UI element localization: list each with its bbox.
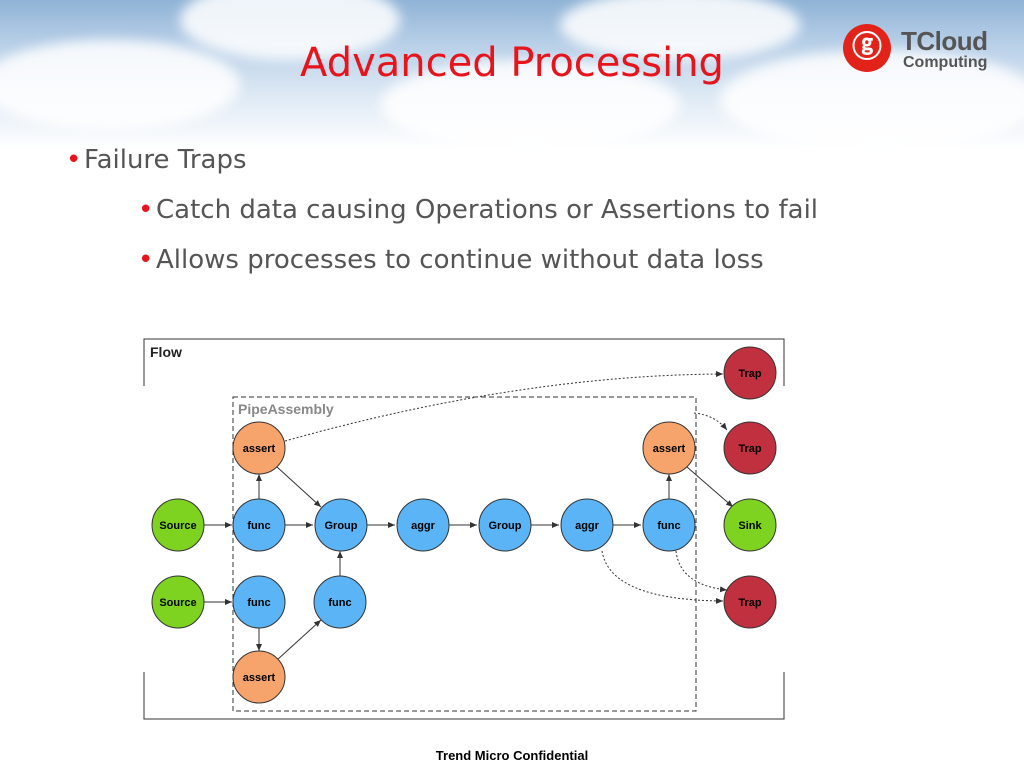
node-assert-2: assert (642, 421, 696, 475)
node-label: Source (159, 520, 196, 532)
node-label: assert (653, 443, 686, 455)
node-trap-1: Trap (723, 346, 777, 400)
node-label: assert (243, 672, 276, 684)
node-label: Sink (738, 520, 762, 532)
node-label: aggr (575, 520, 600, 532)
trap-edge (601, 550, 724, 604)
bullet-text: Failure Traps (84, 145, 247, 175)
sky-background (0, 0, 1024, 150)
node-source-1: Source (151, 498, 205, 552)
pipe-assembly-label: PipeAssembly (238, 401, 334, 417)
node-label: aggr (411, 520, 436, 532)
node-func-2: func (232, 575, 286, 629)
trap-edges (284, 371, 728, 604)
node-label: Trap (738, 368, 762, 380)
bullet-level2: • Allows processes to continue without d… (138, 240, 856, 280)
bullet-dot-icon: • (66, 145, 82, 175)
node-aggr-1: aggr (396, 498, 450, 552)
node-source-2: Source (151, 575, 205, 629)
node-label: Trap (738, 597, 762, 609)
node-label: Group (489, 520, 522, 532)
node-assert-3: assert (232, 650, 286, 704)
node-label: func (247, 597, 270, 609)
bullet-text: Catch data causing Operations or Asserti… (156, 195, 819, 225)
node-aggr-2: aggr (560, 498, 614, 552)
confidential-footer: Trend Micro Confidential (435, 748, 589, 763)
node-label: assert (243, 443, 276, 455)
logo-mark-icon: ⓖ (843, 24, 891, 72)
node-label: func (657, 520, 680, 532)
node-group-2: Group (478, 498, 532, 552)
node-func-4: func (313, 575, 367, 629)
node-assert-1: assert (232, 421, 286, 475)
company-logo: ⓖ TCloud Computing (843, 22, 993, 76)
trap-edge (675, 550, 728, 593)
flow-label: Flow (150, 344, 182, 360)
node-trap-2: Trap (723, 421, 777, 475)
trap-edge (284, 371, 724, 442)
edge (686, 466, 734, 508)
bullet-list: • Failure Traps • Catch data causing Ope… (60, 140, 820, 280)
trap-edge (693, 412, 728, 431)
node-sink: Sink (723, 498, 777, 552)
edge (276, 619, 322, 661)
node-label: Trap (738, 443, 762, 455)
bullet-dot-icon: • (138, 245, 154, 275)
node-func-1: func (232, 498, 286, 552)
flow-box (143, 338, 785, 720)
node-label: func (328, 597, 351, 609)
node-label: Source (159, 597, 196, 609)
pipe-assembly-box (232, 396, 697, 712)
bullet-dot-icon: • (138, 195, 154, 225)
node-func-3: func (642, 498, 696, 552)
node-trap-3: Trap (723, 575, 777, 629)
logo-text-line2: Computing (903, 54, 988, 71)
bullet-level1: • Failure Traps (60, 140, 820, 180)
edge (276, 466, 322, 508)
slide-title: Advanced Processing (300, 40, 724, 86)
bullet-text: Allows processes to continue without dat… (156, 245, 764, 275)
bullet-level2: • Catch data causing Operations or Asser… (138, 190, 856, 230)
edges (203, 466, 734, 661)
logo-text-line1: TCloud (901, 26, 988, 56)
node-group-1: Group (314, 498, 368, 552)
node-label: Group (325, 520, 358, 532)
node-label: func (247, 520, 270, 532)
